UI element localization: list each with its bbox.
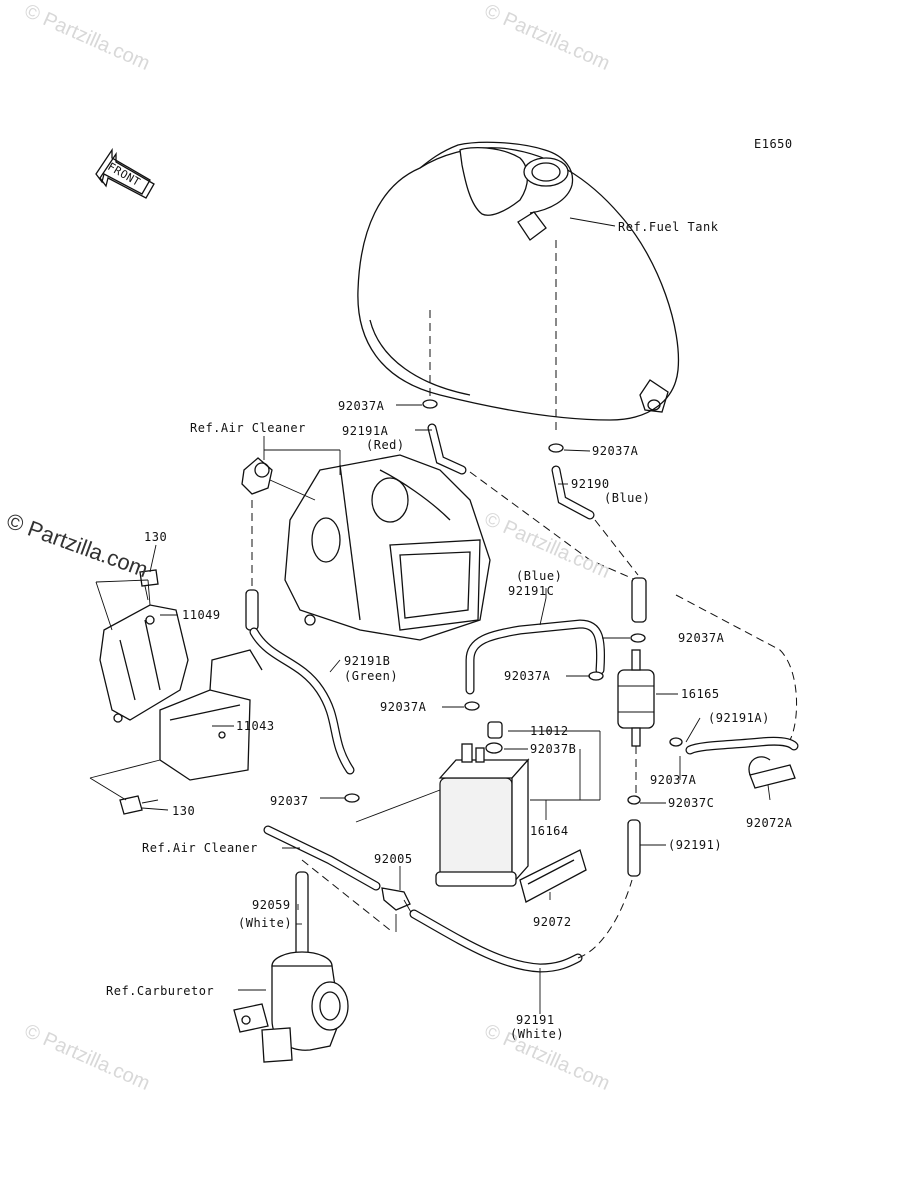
hose-92059-white [295, 871, 309, 957]
label-ref-air-cleaner-bottom: Ref.Air Cleaner [142, 841, 258, 855]
clip-92037B [485, 742, 503, 754]
label-92072: 92072 [533, 915, 572, 929]
label-92037: 92037 [270, 794, 309, 808]
label-92059-color: (White) [238, 916, 293, 930]
label-92191: 92191 [516, 1013, 555, 1027]
strap-92072 [519, 849, 587, 903]
hose-short-upper [631, 577, 647, 623]
hose-92191A-paren [685, 736, 799, 755]
canister-16164 [435, 743, 530, 887]
label-92005: 92005 [374, 852, 413, 866]
label-92191A-paren: (92191A) [708, 711, 770, 725]
clip-92037C [627, 795, 641, 805]
label-92037A-1: 92037A [338, 399, 385, 413]
label-92037C: 92037C [668, 796, 715, 810]
front-arrow-icon [95, 147, 155, 199]
label-92037A-2: 92037A [592, 444, 639, 458]
strap-92072A [748, 756, 796, 789]
hose-92191-paren [627, 819, 641, 877]
hose-92191-white [409, 909, 583, 973]
bracket-11049 [99, 604, 189, 723]
clip-92037A-4 [588, 671, 604, 681]
diagram-code: E1650 [754, 137, 793, 151]
clip-92037A-1 [422, 399, 438, 409]
air-cleaner-housing [284, 454, 491, 641]
label-92191-paren: (92191) [668, 838, 723, 852]
label-92037A-3: 92037A [380, 700, 427, 714]
label-92191B: 92191B [344, 654, 391, 668]
hose-to-air-cleaner [263, 825, 381, 891]
air-cleaner-fitting [241, 457, 273, 495]
label-92037A-5: 92037A [678, 631, 725, 645]
label-92037A-6: 92037A [650, 773, 697, 787]
cap-11012 [487, 721, 503, 739]
label-92059: 92059 [252, 898, 291, 912]
hose-92191A-red [427, 423, 467, 475]
label-92191B-color: (Green) [344, 669, 399, 683]
fitting-92005 [381, 887, 413, 915]
label-92191A-color: (Red) [366, 438, 405, 452]
label-ref-fuel-tank: Ref.Fuel Tank [618, 220, 719, 234]
label-ref-air-cleaner-top: Ref.Air Cleaner [190, 421, 306, 435]
clip-92037A-5 [630, 633, 646, 643]
label-130-top: 130 [144, 530, 168, 544]
label-92037A-4: 92037A [504, 669, 551, 683]
fuel-tank [357, 141, 680, 421]
label-16165: 16165 [681, 687, 720, 701]
label-92191-color: (White) [510, 1027, 565, 1041]
leader-lines [89, 217, 771, 1014]
carburetor [233, 951, 349, 1063]
label-92190-color: (Blue) [604, 491, 651, 505]
clip-92037A-3 [464, 701, 480, 711]
label-92191C-color: (Blue) [516, 569, 563, 583]
hose-92190-blue [551, 465, 595, 520]
label-92037B: 92037B [530, 742, 577, 756]
hose-92191C-blue [465, 619, 606, 695]
hose-92191B-green [245, 589, 355, 775]
label-92191C: 92191C [508, 584, 555, 598]
label-11012: 11012 [530, 724, 569, 738]
fuel-filter-16165 [617, 649, 655, 747]
label-92072A: 92072A [746, 816, 793, 830]
label-92191A: 92191A [342, 424, 389, 438]
label-11049: 11049 [182, 608, 221, 622]
label-16164: 16164 [530, 824, 569, 838]
clip-92037A-6 [669, 737, 683, 747]
label-11043: 11043 [236, 719, 275, 733]
bolt-130-bottom [119, 795, 159, 815]
label-92190: 92190 [571, 477, 610, 491]
clip-92037A-2 [548, 443, 564, 453]
label-ref-carburetor: Ref.Carburetor [106, 984, 215, 998]
label-130-bottom: 130 [172, 804, 196, 818]
clip-92037 [344, 793, 360, 803]
